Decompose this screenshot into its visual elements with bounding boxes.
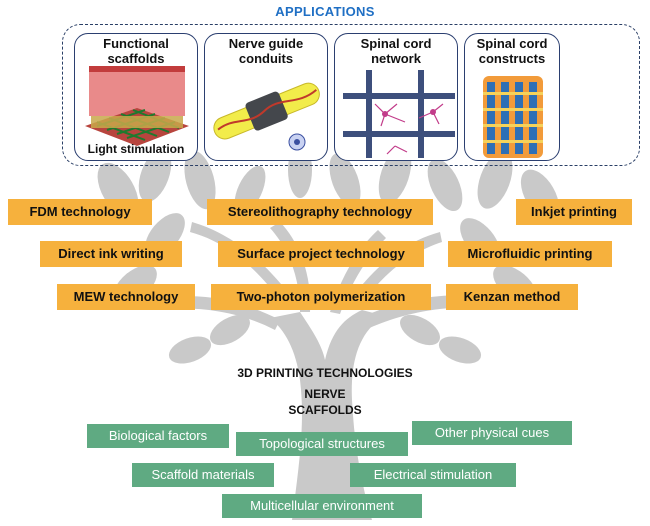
- technologies-section-label: 3D PRINTING TECHNOLOGIES: [237, 366, 413, 380]
- spinal-network-illustration: [343, 70, 455, 158]
- spinal-construct-illustration: [483, 76, 543, 158]
- factor-biological: Biological factors: [87, 424, 229, 448]
- card-nerve-guide-conduits: Nerve guide conduits: [204, 33, 328, 161]
- factor-scaffold-materials: Scaffold materials: [132, 463, 274, 487]
- factor-topological: Topological structures: [236, 432, 408, 456]
- card-title: Spinal cord constructs: [476, 36, 548, 66]
- tech-surface-project: Surface project technology: [218, 241, 424, 267]
- factor-other-physical: Other physical cues: [412, 421, 572, 445]
- card-title: Nerve guide conduits: [228, 36, 304, 66]
- scaffolds-section-label: NERVE SCAFFOLDS: [288, 387, 362, 417]
- tech-kenzan: Kenzan method: [446, 284, 578, 310]
- functional-scaffold-illustration: [85, 66, 189, 146]
- light-stimulation-label: Light stimulation: [87, 142, 185, 156]
- card-title: Functional scaffolds: [103, 36, 169, 66]
- card-spinal-cord-constructs: Spinal cord constructs: [464, 33, 560, 161]
- tech-two-photon: Two-photon polymerization: [211, 284, 431, 310]
- applications-frame: [62, 24, 640, 166]
- tech-inkjet: Inkjet printing: [516, 199, 632, 225]
- tech-fdm: FDM technology: [8, 199, 152, 225]
- nerve-conduit-illustration: [213, 82, 320, 151]
- card-spinal-cord-network: Spinal cord network: [334, 33, 458, 161]
- tech-direct-ink-writing: Direct ink writing: [40, 241, 182, 267]
- applications-title: APPLICATIONS: [275, 4, 375, 19]
- card-functional-scaffolds: Functional scaffolds Light stimulation: [74, 33, 198, 161]
- factor-electrical: Electrical stimulation: [350, 463, 516, 487]
- tech-stereolithography: Stereolithography technology: [207, 199, 433, 225]
- tech-mew: MEW technology: [57, 284, 195, 310]
- card-title: Spinal cord network: [360, 36, 432, 66]
- factor-multicellular: Multicellular environment: [222, 494, 422, 518]
- tech-microfluidic: Microfluidic printing: [448, 241, 612, 267]
